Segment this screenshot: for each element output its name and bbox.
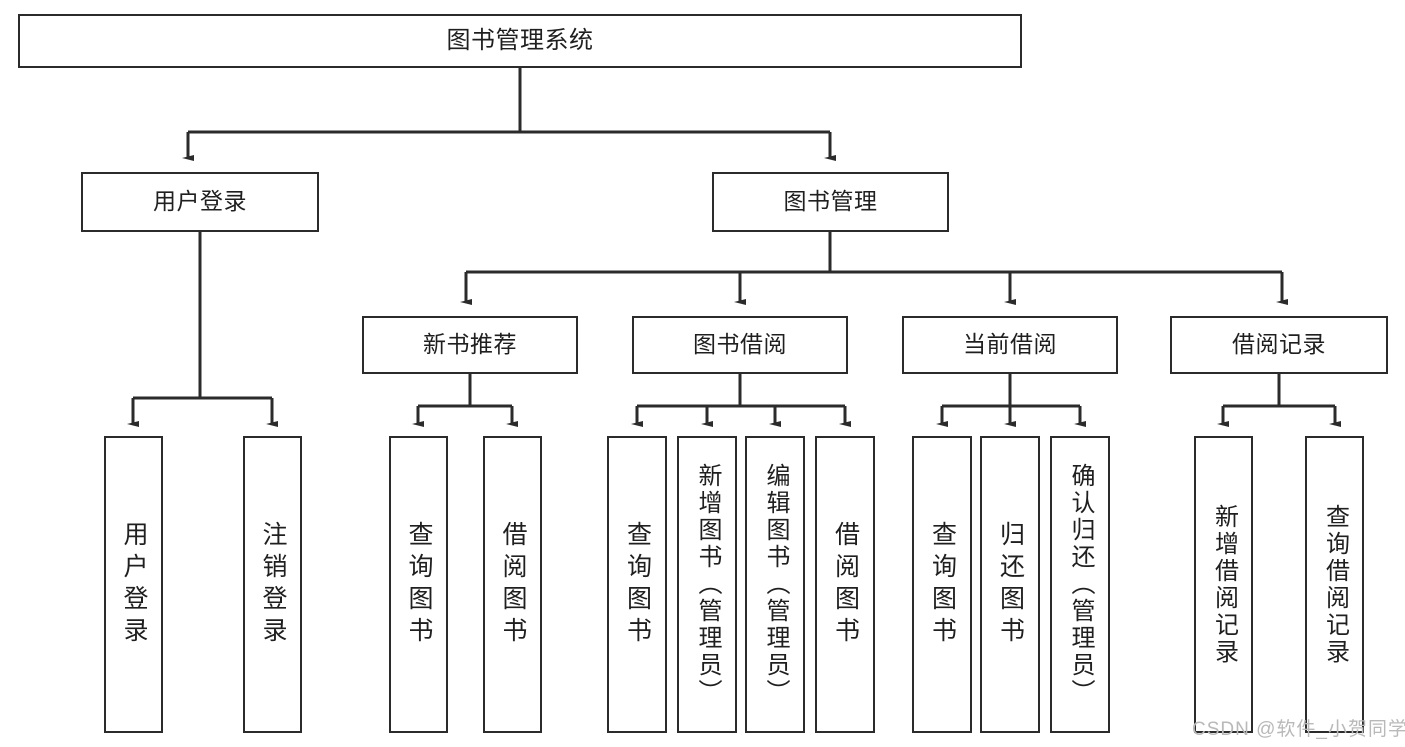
- leaf-borrow-record-add[interactable]: 新增借阅记录: [1194, 436, 1253, 733]
- node-label: 图书管理: [783, 188, 878, 215]
- node-new-book-recommend[interactable]: 新书推荐: [362, 316, 578, 374]
- leaf-book-borrow-add[interactable]: 新增图书（管理员）: [677, 436, 737, 733]
- leaf-current-borrow-return[interactable]: 归还图书: [980, 436, 1040, 733]
- node-label: 图书借阅: [693, 331, 787, 358]
- node-label: 归还图书: [996, 520, 1025, 649]
- node-label: 借阅记录: [1232, 331, 1326, 358]
- node-label: 新增图书（管理员）: [694, 463, 721, 706]
- leaf-user-login-logout[interactable]: 注销登录: [243, 436, 302, 733]
- leaf-current-borrow-query[interactable]: 查询图书: [912, 436, 972, 733]
- leaf-borrow-record-query[interactable]: 查询借阅记录: [1305, 436, 1364, 733]
- leaf-new-book-query[interactable]: 查询图书: [389, 436, 448, 733]
- leaf-book-borrow-query[interactable]: 查询图书: [607, 436, 667, 733]
- node-label: 确认归还（管理员）: [1067, 463, 1094, 706]
- node-label: 查询图书: [623, 520, 652, 649]
- leaf-book-borrow-borrow[interactable]: 借阅图书: [815, 436, 875, 733]
- node-label: 新增借阅记录: [1210, 503, 1238, 666]
- node-label: 查询借阅记录: [1321, 503, 1349, 666]
- node-label: 当前借阅: [963, 331, 1057, 358]
- node-book-borrow[interactable]: 图书借阅: [632, 316, 848, 374]
- node-label: 注销登录: [259, 520, 287, 649]
- leaf-new-book-borrow[interactable]: 借阅图书: [483, 436, 542, 733]
- node-label: 用户登录: [153, 188, 247, 215]
- node-label: 查询图书: [928, 520, 957, 649]
- node-current-borrow[interactable]: 当前借阅: [902, 316, 1118, 374]
- node-book-management[interactable]: 图书管理: [712, 172, 949, 232]
- node-label: 借阅图书: [831, 520, 860, 649]
- node-borrow-record[interactable]: 借阅记录: [1170, 316, 1388, 374]
- node-label: 编辑图书（管理员）: [762, 463, 789, 706]
- node-label: 图书管理系统: [446, 26, 594, 54]
- node-user-login[interactable]: 用户登录: [81, 172, 319, 232]
- csdn-watermark: CSDN @软件_小贺同学: [1192, 719, 1405, 740]
- node-root-system[interactable]: 图书管理系统: [18, 14, 1022, 68]
- leaf-current-borrow-confirm-return[interactable]: 确认归还（管理员）: [1050, 436, 1110, 733]
- node-label: 新书推荐: [423, 331, 517, 358]
- node-label: 借阅图书: [499, 520, 527, 649]
- node-label: 用户登录: [120, 520, 148, 649]
- node-label: 查询图书: [405, 520, 433, 649]
- leaf-user-login-login[interactable]: 用户登录: [104, 436, 163, 733]
- leaf-book-borrow-edit[interactable]: 编辑图书（管理员）: [745, 436, 805, 733]
